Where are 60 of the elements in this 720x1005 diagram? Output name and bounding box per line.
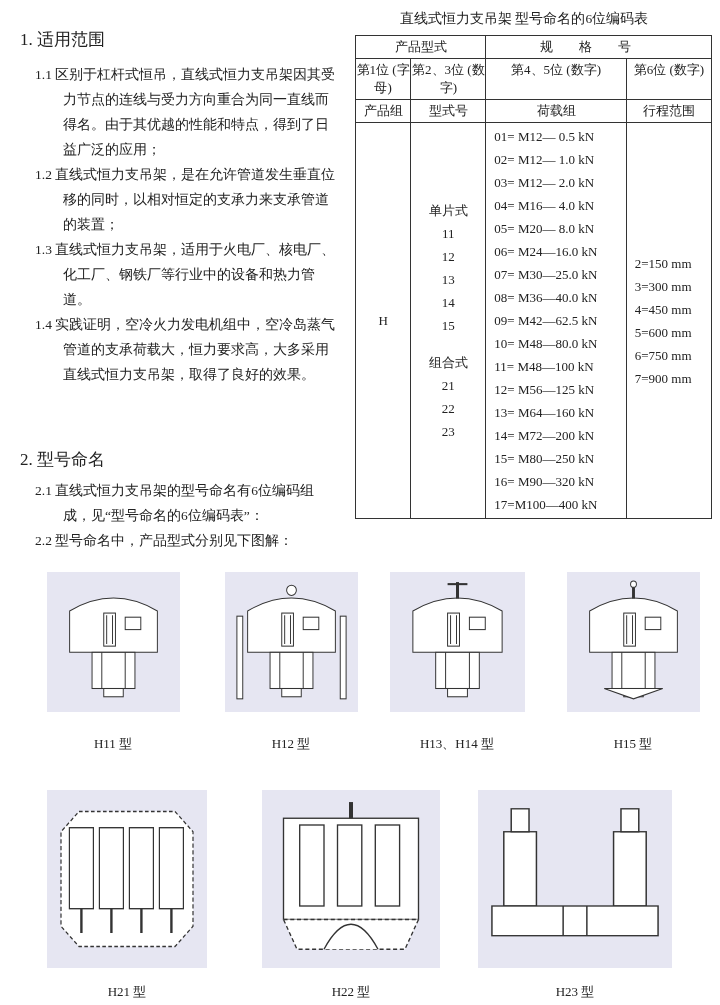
paragraph: 2.2 型号命名中，产品型式分别见下图解： <box>35 532 295 550</box>
load-group-entry: 01= M12— 0.5 kN <box>494 128 596 146</box>
load-group-entry: 11= M48—100 kN <box>494 358 595 376</box>
section-heading: 1. 适用范围 <box>20 29 105 51</box>
figure-caption: H13、H14 型 <box>419 735 495 753</box>
load-group-entry: 16= M90—320 kN <box>494 473 596 491</box>
table-header-cell: 第4、5位 (数字) <box>485 58 627 100</box>
model-code: 23 <box>440 422 456 441</box>
table-header-cell: 产品组 <box>355 99 411 123</box>
load-group-entry: 08= M36—40.0 kN <box>494 289 599 307</box>
model-code: 14 <box>440 293 456 312</box>
table-header-cell: 第1位 (字母) <box>355 58 411 100</box>
paragraph: 1.4 实践证明，空冷火力发电机组中，空冷岛蒸气管道的支承荷载大，恒力要求高，大多采用直线式恒力支吊架，取得了良好的效果。 <box>35 316 337 384</box>
model-code: 15 <box>440 316 456 335</box>
figure-caption: H22 型 <box>330 983 372 1001</box>
stroke-range-entry: 3=300 mm <box>634 277 693 296</box>
load-group-entry: 12= M56—125 kN <box>494 381 596 399</box>
load-group-entry: 15= M80—250 kN <box>494 450 596 468</box>
stroke-range-entry: 7=900 mm <box>634 369 693 388</box>
load-group-entry: 06= M24—16.0 kN <box>494 243 599 261</box>
model-code: 22 <box>440 399 456 418</box>
table-header-cell: 荷载组 <box>485 99 627 123</box>
table-title: 直线式恒力支吊架 型号命名的6位编码表 <box>400 10 649 28</box>
figure-caption: H15 型 <box>612 735 654 753</box>
paragraph: 1.2 直线式恒力支吊架，是在允许管道发生垂直位移的同时，以相对恒定的支承力来支承管道的装置； <box>35 166 337 234</box>
model-code: 12 <box>440 247 456 266</box>
stroke-range-entry: 5=600 mm <box>634 323 693 342</box>
figure-caption: H12 型 <box>270 735 312 753</box>
model-code: 21 <box>440 376 456 395</box>
table-header-cell: 第2、3位 (数字) <box>410 58 486 100</box>
section-heading: 2. 型号命名 <box>20 449 105 471</box>
table-header-cell: 产品型式 <box>355 35 486 59</box>
type-name: 单片式 <box>427 201 469 220</box>
load-group-entry: 10= M48—80.0 kN <box>494 335 599 353</box>
load-group-entry: 03= M12— 2.0 kN <box>494 174 596 192</box>
paragraph: 2.1 直线式恒力支吊架的型号命名有6位编码组成，见“型号命名的6位编码表”： <box>35 482 315 525</box>
table-header-cell: 规格号 <box>485 35 712 59</box>
figure-caption: H11 型 <box>92 735 134 753</box>
figure-caption: H23 型 <box>554 983 596 1001</box>
load-group-entry: 13= M64—160 kN <box>494 404 596 422</box>
load-group-entry: 07= M30—25.0 kN <box>494 266 599 284</box>
load-group-entry: 17=M100—400 kN <box>494 496 599 514</box>
load-group-entry: 05= M20— 8.0 kN <box>494 220 596 238</box>
type-name: 组合式 <box>427 353 469 372</box>
load-group-entry: 04= M16— 4.0 kN <box>494 197 596 215</box>
stroke-range-entry: 2=150 mm <box>634 254 693 273</box>
product-group-code: H <box>377 311 389 330</box>
stroke-range-entry: 4=450 mm <box>634 300 693 319</box>
stroke-range-entry: 6=750 mm <box>634 346 693 365</box>
load-group-entry: 14= M72—200 kN <box>494 427 596 445</box>
paragraph: 1.3 直线式恒力支吊架，适用于火电厂、核电厂、化工厂、钢铁厂等行业中的设备和热力管道。 <box>35 241 337 309</box>
model-code: 11 <box>441 224 456 243</box>
figure-caption: H21 型 <box>106 983 148 1001</box>
paragraph: 1.1 区别于杠杆式恒吊，直线式恒力支吊架因其受力节点的连线与受力方向重合为同一直线而得名。由于其优越的性能和特点，得到了日益广泛的应用； <box>35 66 337 159</box>
load-group-entry: 02= M12— 1.0 kN <box>494 151 596 169</box>
table-header-cell: 行程范围 <box>626 99 712 123</box>
table-header-cell: 第6位 (数字) <box>626 58 712 100</box>
table-header-cell: 型式号 <box>410 99 486 123</box>
model-code: 13 <box>440 270 456 289</box>
load-group-entry: 09= M42—62.5 kN <box>494 312 599 330</box>
